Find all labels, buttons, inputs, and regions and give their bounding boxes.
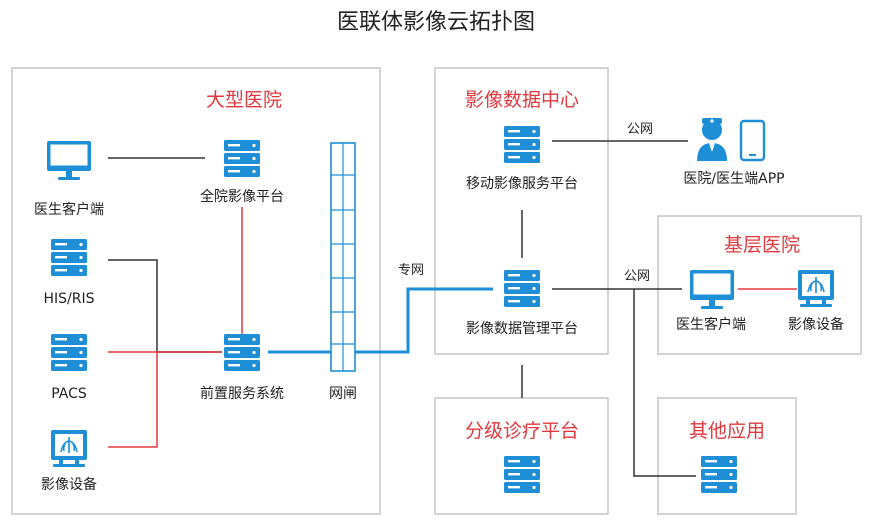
- private-network-label: 专网: [398, 263, 424, 278]
- basic-imaging-device-label: 影像设备: [788, 316, 844, 333]
- mobile-imaging-platform-node[interactable]: 移动影像服务平台: [466, 126, 578, 192]
- tiered-platform-server-node[interactable]: [504, 456, 540, 493]
- data-center-title: 影像数据中心: [465, 89, 579, 111]
- server-icon: [504, 456, 540, 493]
- link-management-other: [633, 289, 696, 477]
- tiered-platform-title: 分级诊疗平台: [465, 420, 579, 442]
- basic-doctor-client-node[interactable]: 医生客户端: [676, 270, 746, 333]
- hospital-imaging-platform-label: 全院影像平台: [200, 188, 284, 205]
- firewall-icon: [330, 142, 356, 372]
- server-icon: [701, 456, 737, 493]
- public-network-basic-label: 公网: [624, 269, 650, 284]
- doctor-client-label: 医生客户端: [34, 201, 104, 218]
- hospital-app-node[interactable]: 医院/医生端APP: [683, 118, 785, 187]
- front-service-system-node[interactable]: 前置服务系统: [200, 334, 284, 402]
- server-icon: [504, 126, 540, 163]
- server-icon: [51, 334, 87, 371]
- link-device-front: [108, 352, 158, 448]
- doctor-client-node[interactable]: 医生客户端: [34, 141, 104, 218]
- large-hospital-title: 大型医院: [206, 89, 282, 111]
- server-icon: [504, 270, 540, 307]
- diagram-title: 医联体影像云拓扑图: [337, 10, 535, 35]
- pacs-node[interactable]: PACS: [51, 334, 87, 402]
- server-icon: [51, 239, 87, 276]
- other-apps-server-node[interactable]: [701, 456, 737, 493]
- other-apps-title: 其他应用: [689, 420, 765, 442]
- data-management-platform-node[interactable]: 影像数据管理平台: [466, 270, 578, 337]
- his-ris-label: HIS/RIS: [43, 291, 94, 307]
- server-icon: [224, 334, 260, 371]
- public-network-app-label: 公网: [627, 122, 653, 137]
- imaging-device-node[interactable]: 影像设备: [41, 429, 97, 493]
- server-icon: [224, 140, 260, 177]
- hospital-app-label: 医院/医生端APP: [683, 171, 784, 187]
- imaging-device-label: 影像设备: [41, 476, 97, 493]
- doctor-phone-icon: [697, 118, 766, 162]
- data-management-platform-label: 影像数据管理平台: [466, 321, 578, 337]
- basic-doctor-client-label: 医生客户端: [676, 316, 746, 333]
- pacs-label: PACS: [51, 386, 87, 402]
- gateway-label: 网闸: [329, 386, 357, 402]
- basic-imaging-device-node[interactable]: 影像设备: [788, 269, 844, 333]
- basic-hospital-title: 基层医院: [724, 234, 800, 256]
- hospital-imaging-platform-node[interactable]: 全院影像平台: [200, 140, 284, 205]
- his-ris-node[interactable]: HIS/RIS: [43, 239, 95, 307]
- gateway-node[interactable]: 网闸: [329, 142, 357, 402]
- mobile-imaging-platform-label: 移动影像服务平台: [466, 176, 578, 192]
- front-service-system-label: 前置服务系统: [200, 385, 284, 402]
